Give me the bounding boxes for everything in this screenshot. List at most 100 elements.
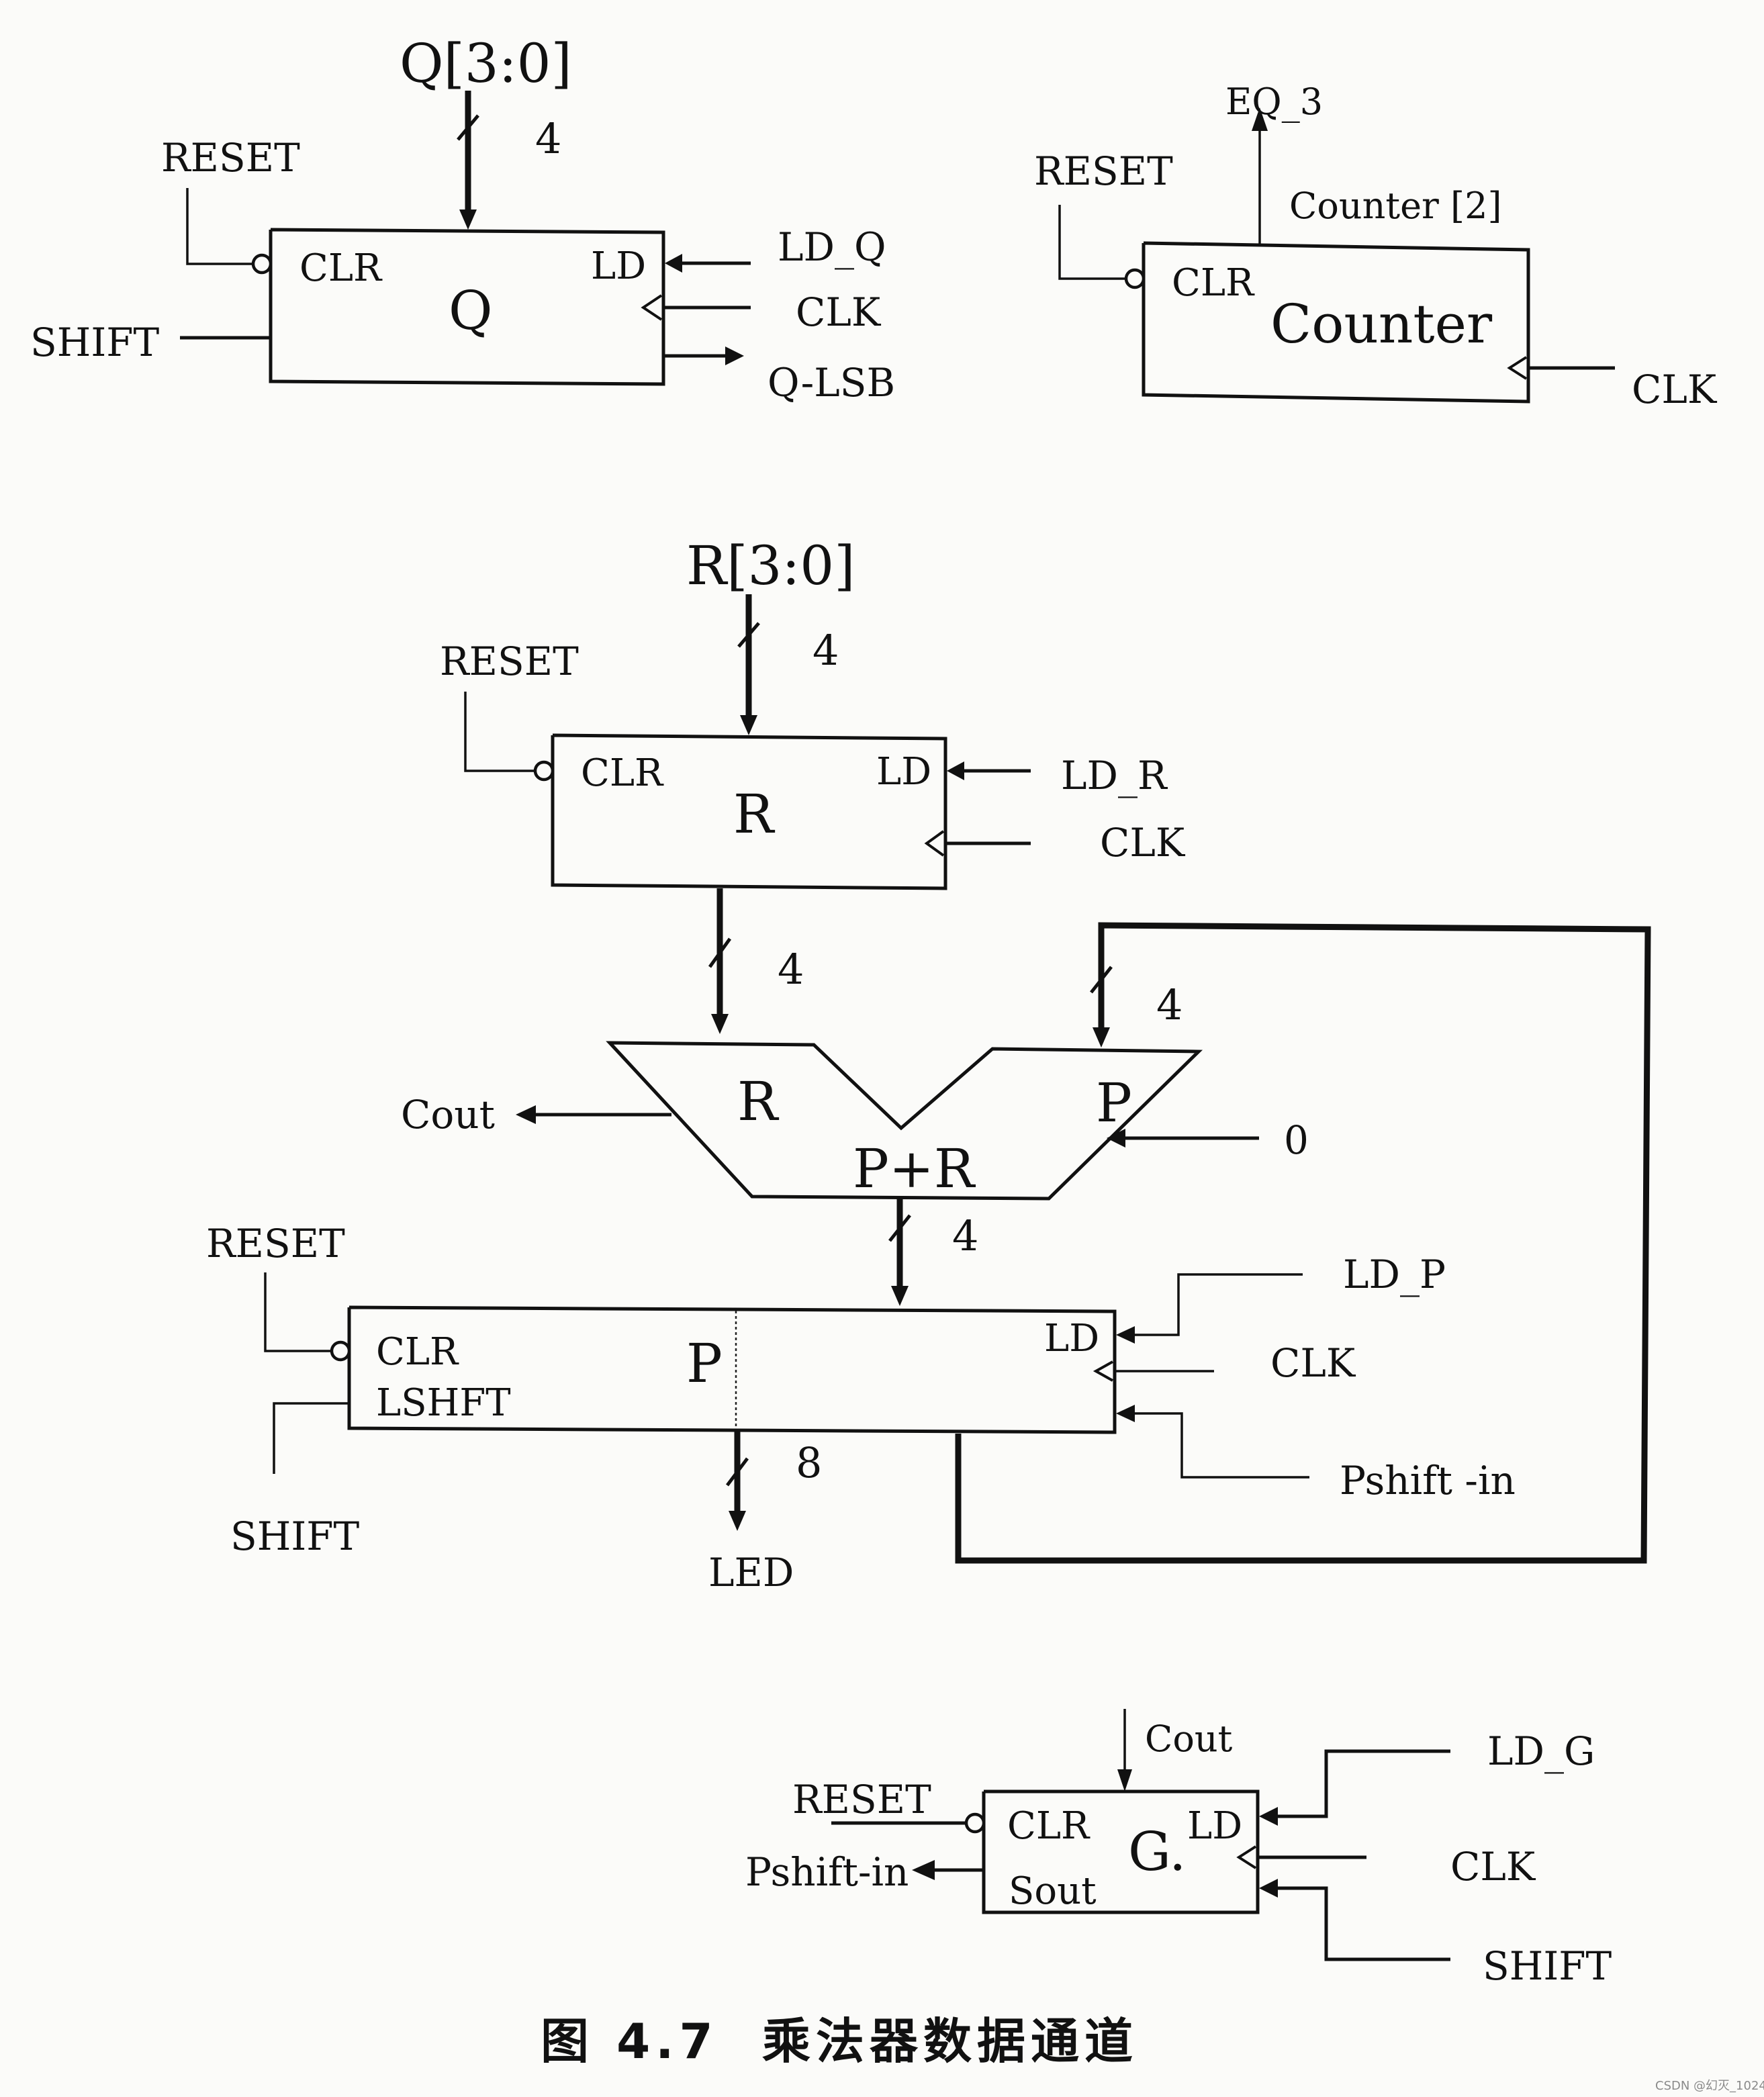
- g-clr-bubble-icon: [964, 1812, 986, 1834]
- counter-block: EQ_3 Counter [2] RESET CLR Counter CLK: [1034, 81, 1718, 412]
- q-bus-label: Q[3:0]: [400, 32, 572, 95]
- g-register-box: [982, 1789, 1260, 1914]
- r-bus-arrow-icon: [740, 715, 757, 735]
- g-register-block: Cout RESET CLR Sout G. LD Pshift-in LD_G…: [745, 1709, 1612, 1989]
- q-shift-label: SHIFT: [30, 320, 159, 365]
- g-shift-out-label: Pshift-in: [745, 1849, 909, 1895]
- r-reset-label: RESET: [440, 639, 579, 684]
- counter-clk-label: CLK: [1632, 367, 1718, 412]
- q-clr-bubble-icon: [251, 253, 273, 275]
- r-ld-pin: LD: [876, 750, 931, 794]
- figure-number: 图 4.7: [541, 2013, 718, 2069]
- r-register-box: [551, 733, 947, 890]
- q-clk-label: CLK: [796, 289, 882, 335]
- figure-caption: 图 4.7 乘法器数据通道: [541, 2013, 1138, 2069]
- r-ld-arrow-icon: [947, 761, 964, 780]
- p-clk-label: CLK: [1270, 1340, 1356, 1386]
- counter-eq-arrow-icon: [1252, 107, 1268, 131]
- g-ld-label: LD_G: [1487, 1728, 1595, 1774]
- counter-eq-label: EQ_3: [1225, 81, 1323, 123]
- r-reset-wire: [464, 692, 535, 772]
- g-cout-arrow-icon: [1117, 1769, 1132, 1791]
- adder-output-width: 4: [952, 1211, 978, 1260]
- g-reset-label: RESET: [792, 1777, 931, 1822]
- g-shift-label: SHIFT: [1483, 1943, 1612, 1989]
- r-clock-triangle-icon: [924, 830, 945, 857]
- p-output-arrow-icon: [729, 1511, 746, 1531]
- r-register-block: R[3:0] 4 RESET CLR R LD LD_R CLK 4: [440, 534, 1186, 1034]
- g-ld-pin: LD: [1187, 1804, 1242, 1848]
- p-clr-bubble-icon: [330, 1340, 351, 1362]
- g-shift-wire: [1276, 1886, 1450, 1961]
- g-ld-wire: [1276, 1749, 1450, 1818]
- carry-in-label: 0: [1284, 1117, 1309, 1163]
- carry-in-arrow-icon: [1107, 1129, 1125, 1148]
- p-ld-wire: [1133, 1273, 1303, 1336]
- p-feedback-slash: [1090, 966, 1113, 994]
- p-register-block: RESET CLR LSHFT SHIFT P LD LD_P CLK Pshi…: [206, 1221, 1516, 1595]
- p-output-width: 8: [796, 1438, 822, 1487]
- p-shift-in-wire: [1133, 1412, 1309, 1479]
- q-reset-wire: [186, 188, 252, 265]
- adder-input-a: R: [737, 1070, 780, 1133]
- q-register-box: [269, 228, 665, 386]
- q-bus-slash: [457, 114, 479, 141]
- counter-bit-label: Counter [2]: [1289, 185, 1502, 227]
- r-bus-slash: [737, 622, 760, 648]
- r-register-name: R: [733, 783, 776, 845]
- counter-reset-wire: [1058, 205, 1125, 280]
- q-clock-triangle-icon: [641, 294, 663, 321]
- counter-clr-bubble-icon: [1124, 268, 1146, 289]
- g-clock-triangle-icon: [1236, 1845, 1257, 1869]
- r-bus-width: 4: [813, 626, 839, 675]
- r-clr-pin: CLR: [581, 751, 664, 795]
- q-lsb-arrow-icon: [725, 346, 744, 365]
- q-ld-pin: LD: [591, 244, 646, 288]
- adder-to-p-arrow-icon: [891, 1286, 909, 1306]
- p-feedback-arrow-icon: [1093, 1027, 1110, 1047]
- q-clr-pin: CLR: [299, 246, 383, 290]
- p-shift-label: SHIFT: [230, 1513, 359, 1559]
- g-clr-pin: CLR: [1007, 1804, 1090, 1848]
- p-clr-pin: CLR: [376, 1330, 459, 1374]
- adder-result-label: P+R: [853, 1137, 976, 1200]
- counter-box: [1142, 241, 1530, 404]
- p-shift-in-arrow-icon: [1116, 1405, 1135, 1422]
- figure-title: 乘法器数据通道: [762, 2013, 1138, 2069]
- counter-clr-pin: CLR: [1172, 261, 1255, 305]
- r-clr-bubble-icon: [533, 760, 555, 782]
- adder-shape: [606, 1041, 1203, 1201]
- p-shift-in-label: Pshift -in: [1340, 1458, 1516, 1503]
- led-label: LED: [708, 1550, 794, 1595]
- cout-label: Cout: [401, 1092, 495, 1137]
- watermark: CSDN @幻灭_1024: [1655, 2079, 1764, 2093]
- q-ld-arrow-icon: [665, 254, 682, 273]
- q-register-block: Q[3:0] 4 RESET CLR SHIFT Q LD LD_Q CLK Q…: [30, 32, 895, 406]
- r-to-adder-arrow-icon: [711, 1014, 729, 1034]
- cout-arrow-icon: [516, 1105, 536, 1124]
- p-reset-label: RESET: [206, 1221, 345, 1266]
- r-bus-label: R[3:0]: [686, 534, 855, 597]
- counter-name: Counter: [1270, 293, 1493, 355]
- p-register-name: P: [686, 1332, 723, 1395]
- g-shift-arrow-icon: [1259, 1879, 1278, 1898]
- g-cout-label: Cout: [1145, 1718, 1233, 1760]
- counter-reset-label: RESET: [1034, 148, 1173, 194]
- p-reset-wire: [264, 1272, 331, 1352]
- adder-input-b: P: [1096, 1072, 1132, 1134]
- adder-feedback-width: 4: [1156, 980, 1182, 1029]
- q-reset-label: RESET: [161, 135, 300, 181]
- q-ld-label: LD_Q: [778, 224, 886, 270]
- q-register-name: Q: [449, 279, 493, 342]
- counter-clock-triangle-icon: [1507, 356, 1528, 380]
- p-output-slash: [726, 1457, 749, 1487]
- r-output-width: 4: [778, 945, 804, 994]
- r-ld-label: LD_R: [1061, 753, 1168, 798]
- p-lshft-pin: LSHFT: [376, 1381, 511, 1425]
- g-clk-label: CLK: [1450, 1844, 1536, 1890]
- r-to-adder-slash: [708, 937, 732, 968]
- g-sout-pin: Sout: [1009, 1869, 1097, 1913]
- q-bus-width: 4: [535, 114, 561, 163]
- p-clock-triangle-icon: [1093, 1360, 1113, 1382]
